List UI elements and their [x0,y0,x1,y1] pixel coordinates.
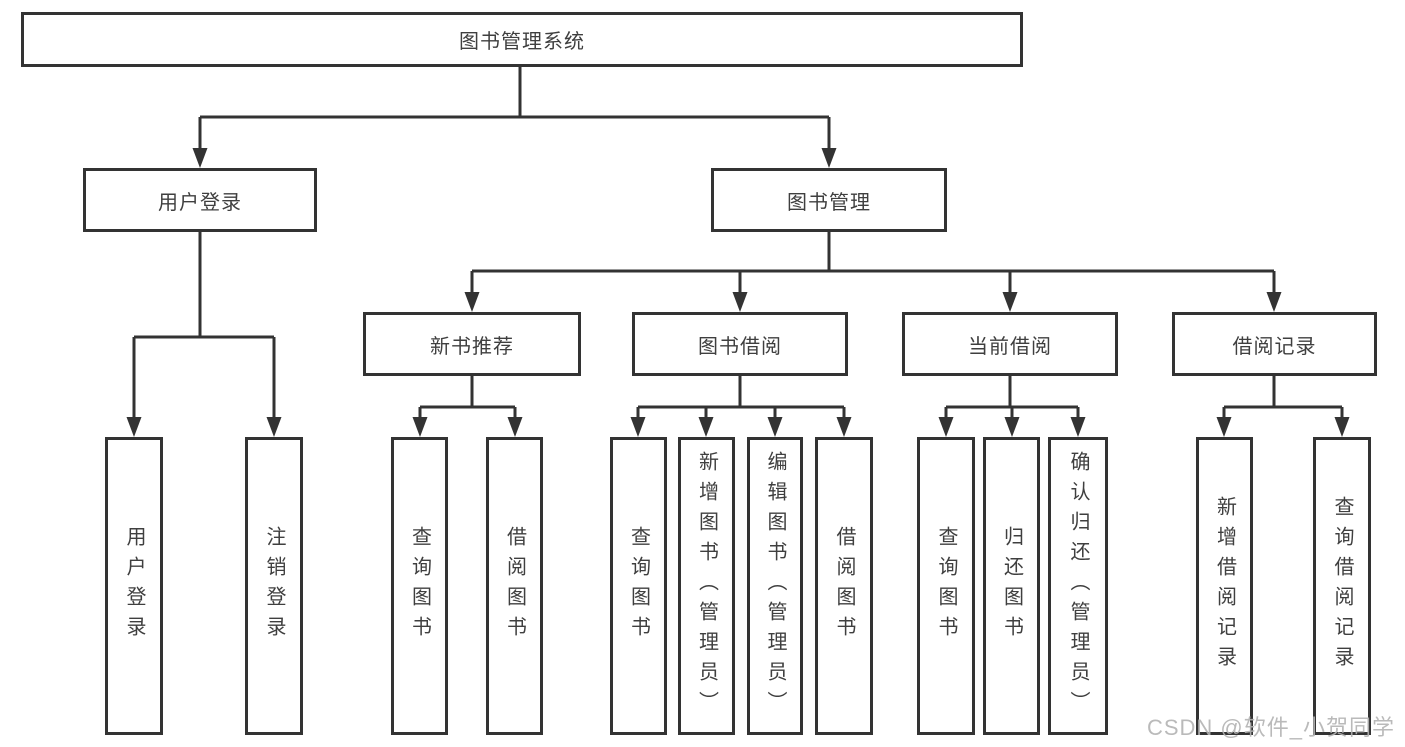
leaf-query-books-recommend: 查询图书 [391,437,448,735]
connector-segments [132,67,1344,422]
node-current-borrowing: 当前借阅 [902,312,1118,376]
leaf-add-borrow-record: 新增借阅记录 [1196,437,1253,735]
leaf-return-books: 归还图书 [983,437,1040,735]
arrowhead-icons [126,148,1350,437]
leaf-add-books-admin: 新增图书（管理员） [678,437,735,735]
leaf-logout: 注销登录 [245,437,303,735]
node-book-borrowing: 图书借阅 [632,312,848,376]
node-book-management: 图书管理 [711,168,947,232]
leaf-query-books-borrow: 查询图书 [610,437,667,735]
leaf-user-login: 用户登录 [105,437,163,735]
node-library-management-system: 图书管理系统 [21,12,1023,67]
leaf-query-books-current: 查询图书 [917,437,975,735]
leaf-query-borrow-record: 查询借阅记录 [1313,437,1371,735]
leaf-borrow-books: 借阅图书 [815,437,873,735]
node-user-login: 用户登录 [83,168,317,232]
watermark: CSDN @软件_小贺同学 [1146,715,1395,740]
leaf-confirm-return-admin: 确认归还（管理员） [1048,437,1108,735]
leaf-borrow-books-recommend: 借阅图书 [486,437,543,735]
node-borrowing-records: 借阅记录 [1172,312,1377,376]
node-new-book-recommendation: 新书推荐 [363,312,581,376]
leaf-edit-books-admin: 编辑图书（管理员） [747,437,803,735]
